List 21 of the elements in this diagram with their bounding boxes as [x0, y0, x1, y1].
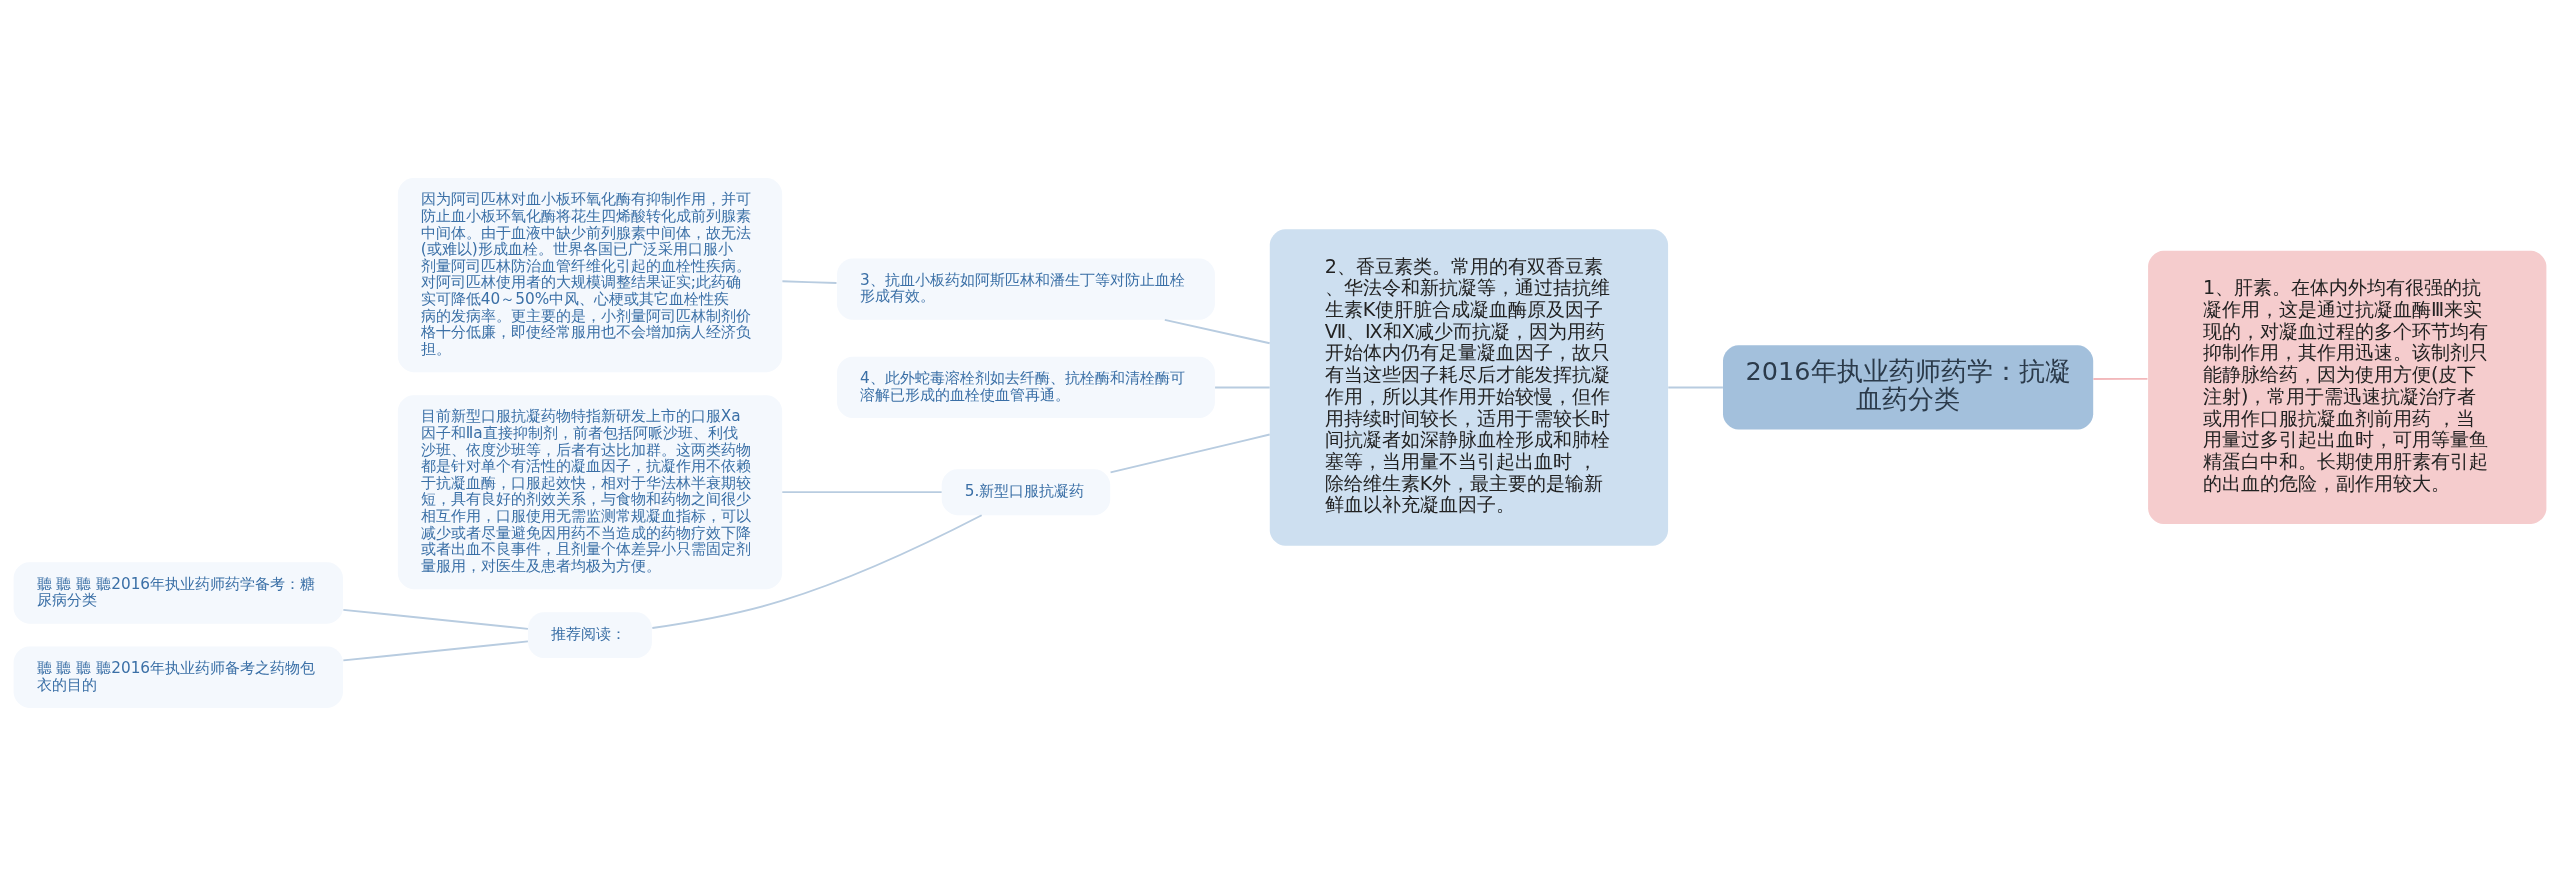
- node-box: 聽 聽 聽 聽2016年执业药师备考之药物包衣的目的: [13, 646, 343, 708]
- connector: [651, 513, 983, 629]
- connector: [781, 279, 838, 284]
- node-box: 3、抗血小板药如阿斯匹林和潘生丁等对防止血栓形成有效。: [837, 258, 1215, 320]
- node-box: 4、此外蛇毒溶栓剂如去纤酶、抗栓酶和清栓酶可溶解已形成的血栓使血管再通。: [837, 356, 1215, 418]
- node-box: 目前新型口服抗凝药物特指新研发上市的口服Ⅹa因子和Ⅱa直接抑制剂，前者包括阿哌沙班、利伐沙班、依度沙班等，后者有达比加群。这两类药物都是针对单个有活性的凝血因子，抗凝作用不依赖于抗凝血酶，口服起效快，相对于华法林半衰期较短，具有良好的剂效关系，与食物和药物之间很少相互作用，口服使用无需监测常规凝血指标，可以减少或者尽量避免因用药不当造成的药物疗效下降或者出血不良事件，且剂量个体差异小只需固定剂量服用，对医生及患者均极为方便。: [397, 394, 783, 589]
- node-box: 因为阿司匹林对血小板环氧化酶有抑制作用，并可防止血小板环氧化酶将花生四烯酸转化成前列腺素中间体。由于血液中缺少前列腺素中间体，故无法(或难以)形成血栓。世界各国已广泛采用口服小剂量阿司匹林防治血管纤维化引起的血栓性疾病。对阿司匹林使用者的大规模调整结果证实;此药确实可降低40～50%中风、心梗或其它血栓性疾病的发病率。更主要的是，小剂量阿司匹林制剂价格十分低廉，即使经常服用也不会增加病人经济负担。: [397, 177, 783, 372]
- node-box: 2016年执业药师药学：抗凝血药分类: [1723, 344, 2094, 430]
- connector: [781, 490, 943, 493]
- node-box: 1、肝素。在体内外均有很强的抗凝作用，这是通过抗凝血酶Ⅲ来实现的，对凝血过程的多个环节均有抑制作用，其作用迅速。该制剂只能静脉给药，因为使用方便(皮下注射)，常用于需迅速抗凝治疗者或用作口服抗凝血剂前用药 ，当用量过多引起出血时，可用等量鱼精蛋白中和。长期使用肝素有引起的出血的危险，副作用较大。: [2148, 250, 2547, 524]
- connector: [342, 639, 529, 661]
- node-box: 推荐阅读：: [528, 611, 652, 658]
- node-box: 2、香豆素类。常用的有双香豆素、华法令和新抗凝等，通过拮抗维生素K使肝脏合成凝血酶原及因子Ⅶ、Ⅸ和Ⅹ减少而抗凝，因为用药开始体内仍有足量凝血因子，故只有当这些因子耗尽后才能发挥抗凝作用，所以其作用开始较慢，但作用持续时间较长，适用于需较长时间抗凝者如深静脉血栓形成和肺栓塞等，当用量不当引起出血时 ，除给维生素K外，最主要的是输新鲜血以补充凝血因子。: [1269, 228, 1669, 546]
- connector: [2092, 377, 2149, 380]
- node-box: 5.新型口服抗凝药: [941, 468, 1111, 515]
- connector: [1163, 318, 1271, 344]
- connector: [1667, 386, 1724, 388]
- connector: [1214, 386, 1271, 388]
- connector: [1109, 433, 1271, 473]
- node-box: 聽 聽 聽 聽2016年执业药师药学备考：糖尿病分类: [13, 561, 343, 624]
- connector: [342, 608, 529, 630]
